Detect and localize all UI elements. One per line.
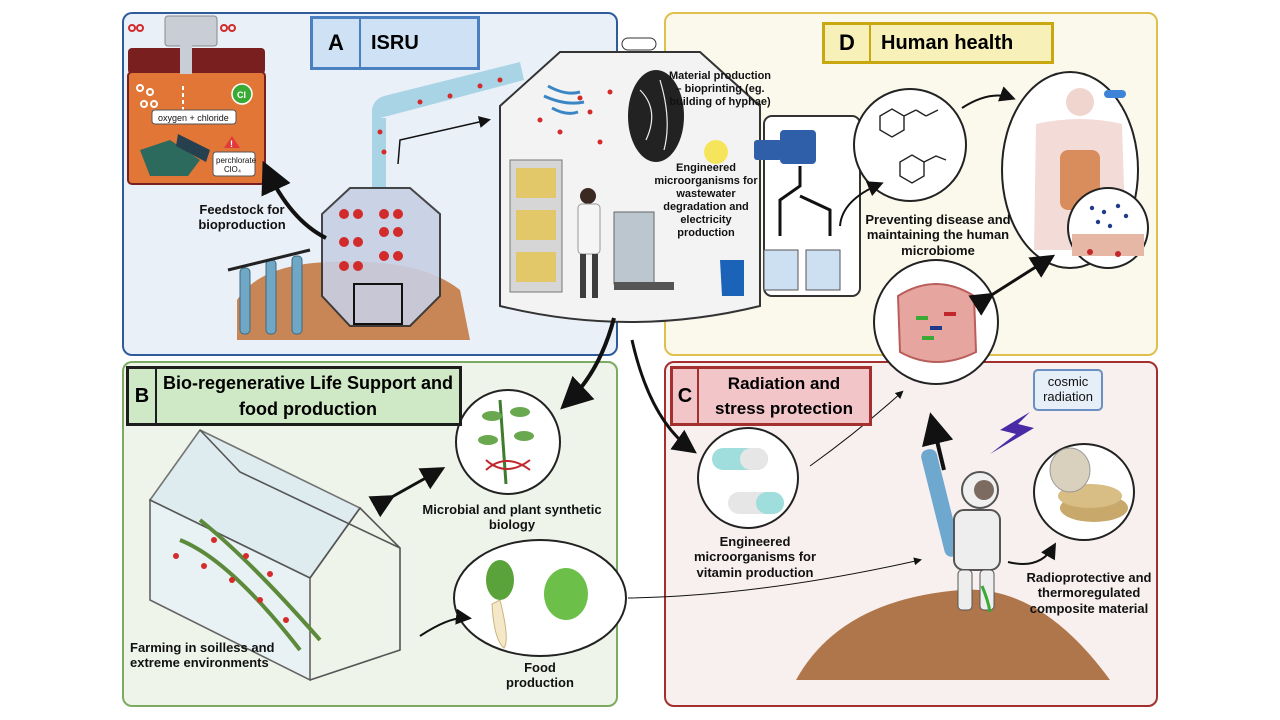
food-production-label: Food production <box>506 660 574 691</box>
astronaut-icon <box>921 449 1001 613</box>
material-production-label: Material production – bioprinting (eg. b… <box>668 70 772 108</box>
header-life-support: B Bio-regenerative Life Support and food… <box>126 366 462 426</box>
habitat-oxygen <box>537 89 613 145</box>
panel-title-life-support: Bio-regenerative Life Support and food p… <box>155 369 459 423</box>
radioprotective-label: Radioprotective and thermoregulated comp… <box>1026 570 1152 616</box>
arrow-astronaut-composite <box>1007 542 1057 565</box>
vitamin-production-label: Engineered microorganisms for vitamin pr… <box>693 534 817 580</box>
warning-icon: ! <box>230 139 233 149</box>
oxygen-molecules <box>339 77 503 271</box>
panel-title-human-health: Human health <box>869 25 1051 61</box>
panel-title-isru: ISRU <box>359 19 477 67</box>
habitat-dome <box>499 37 761 323</box>
pump-icon <box>720 115 861 297</box>
wind-icon <box>543 84 585 115</box>
arrow-body-gut <box>968 254 1056 316</box>
panel-letter-d: D <box>839 30 855 55</box>
cosmic-radiation-label: cosmic radiation <box>1043 374 1093 405</box>
arrow-astronaut-up <box>922 412 954 471</box>
drug-structure-icon <box>879 108 947 184</box>
arrow-to-drugs <box>839 181 884 227</box>
arrow-to-vitamins <box>630 339 697 454</box>
capsule-icon <box>712 448 784 514</box>
microbiome-dots <box>1072 203 1144 257</box>
mars-inset <box>127 15 266 185</box>
cl-symbol: Cl <box>237 90 246 100</box>
arrow-to-food <box>419 608 472 637</box>
oxygen-chloride-label: oxygen + chloride <box>158 113 229 123</box>
panel-letter-c: C <box>677 384 693 407</box>
wastewater-label: Engineered microorganisms for wastewater… <box>654 162 758 239</box>
arrow-food-to-astronaut <box>627 557 922 599</box>
arrow-vitamins-to-gut <box>809 390 904 467</box>
composite-material-icon <box>1049 447 1128 522</box>
tomato-fruits <box>173 537 289 623</box>
drug-molecule-circle <box>853 88 967 202</box>
plant-dna-icon <box>478 399 534 485</box>
food-circle <box>453 539 627 657</box>
cosmic-box <box>1033 369 1103 411</box>
mars-mound <box>796 589 1110 680</box>
arrow-greenhouse-synbio <box>368 467 446 518</box>
arrow-into-habitat <box>397 116 491 165</box>
lightning-icon <box>990 412 1034 454</box>
arrow-drugs-to-body <box>961 86 1016 109</box>
synbio-circle <box>455 389 561 495</box>
gut-icon <box>896 283 978 363</box>
bioreactor-icon <box>321 62 524 327</box>
arrow-habitat-to-synbio <box>560 317 616 410</box>
vegetables-icon <box>486 560 588 649</box>
panel-title-radiation: Radiation and stress protection <box>697 369 869 423</box>
clo4-label: ClO₄ <box>224 165 241 174</box>
panel-letter-b: B <box>134 384 150 407</box>
preventing-disease-label: Preventing disease and maintaining the h… <box>865 212 1011 258</box>
header-human-health: D Human health <box>822 22 1054 64</box>
panel-letter-a: A <box>328 30 344 55</box>
feedstock-label: Feedstock for bioproduction <box>198 202 286 233</box>
farming-label: Farming in soilless and extreme environm… <box>130 640 275 671</box>
microbial-plant-label: Microbial and plant synthetic biology <box>422 502 602 533</box>
gas-cylinders-icon <box>227 248 311 335</box>
perchlorate-label: perchlorate <box>216 156 257 165</box>
header-isru: A ISRU <box>310 16 480 70</box>
arrow-to-inset <box>261 160 327 240</box>
greenhouse-icon <box>148 428 401 682</box>
header-radiation: C Radiation and stress protection <box>670 366 872 426</box>
